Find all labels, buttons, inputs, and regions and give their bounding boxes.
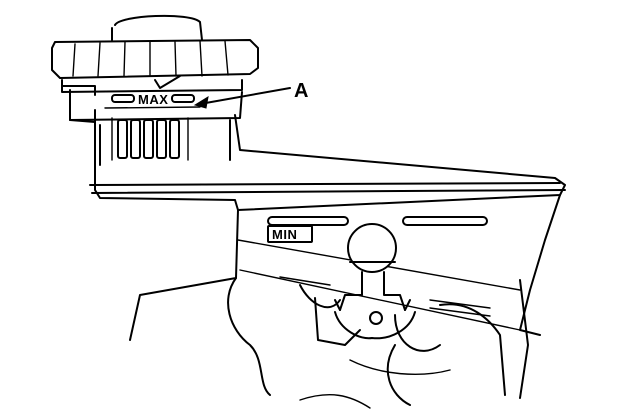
callout-leader-line <box>199 87 291 105</box>
callout-arrowhead <box>193 95 209 109</box>
level-sensor <box>334 223 416 340</box>
reservoir-cap <box>51 14 259 96</box>
max-level-window: MAX <box>104 92 201 109</box>
max-mark: MAX <box>138 92 168 107</box>
callout-a: A <box>193 80 308 109</box>
mounting-bracket <box>129 209 529 409</box>
min-level-window: MIN <box>267 216 488 243</box>
min-mark: MIN <box>272 227 297 242</box>
callout-label: A <box>294 80 308 102</box>
filler-neck <box>69 89 243 166</box>
